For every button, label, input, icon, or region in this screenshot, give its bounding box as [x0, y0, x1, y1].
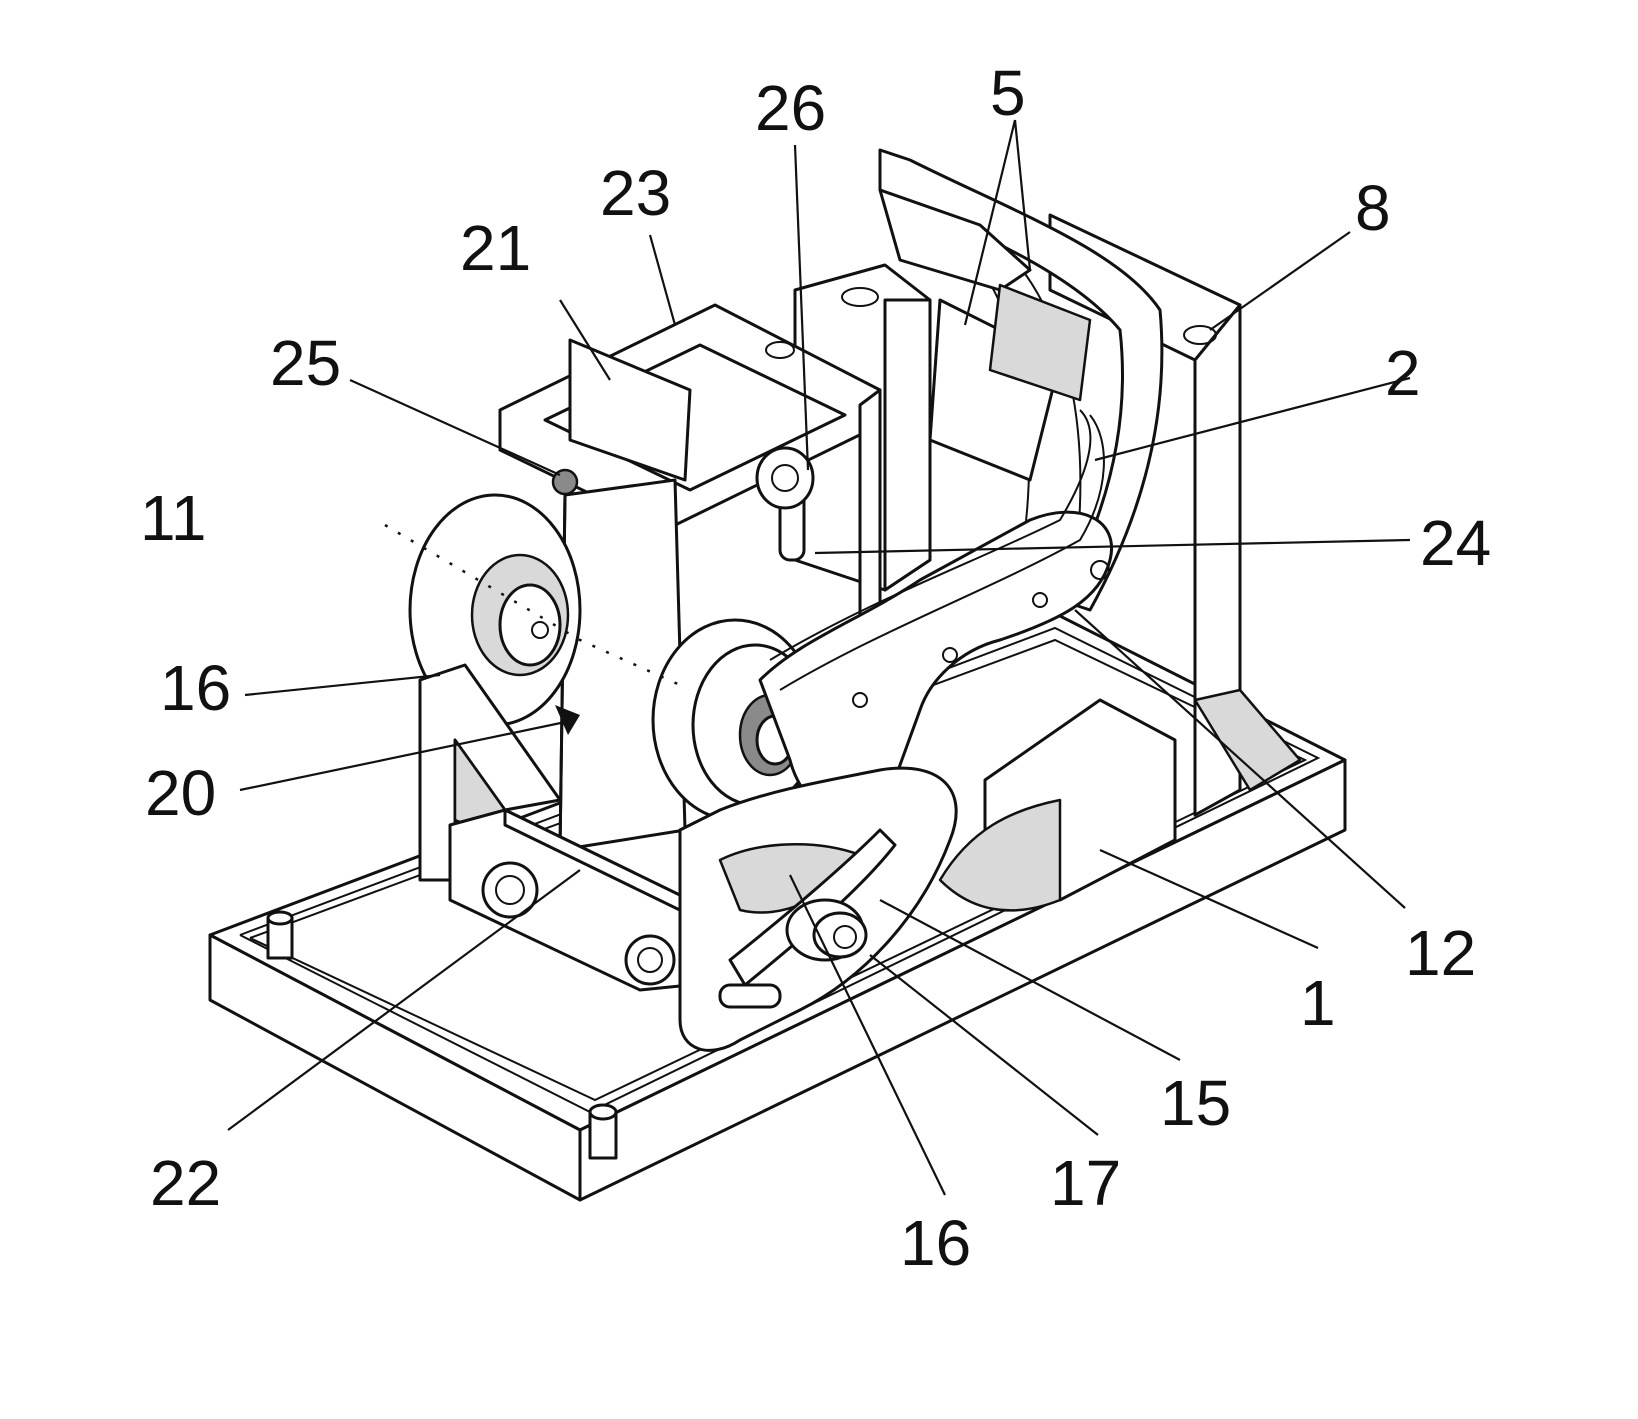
- label-8: 8: [1355, 172, 1391, 244]
- label-26: 26: [755, 72, 826, 144]
- label-25: 25: [270, 327, 341, 399]
- label-22: 22: [150, 1147, 221, 1219]
- label-2: 2: [1385, 337, 1421, 409]
- label-24: 24: [1420, 507, 1491, 579]
- label-16-bottom: 16: [900, 1207, 971, 1279]
- corner-pin-front: [590, 1105, 616, 1158]
- label-11: 11: [140, 482, 206, 554]
- label-17: 17: [1050, 1147, 1121, 1219]
- label-5: 5: [990, 57, 1026, 129]
- label-1: 1: [1300, 967, 1336, 1039]
- label-12: 12: [1405, 917, 1476, 989]
- label-21: 21: [460, 212, 531, 284]
- corner-pin-left: [268, 912, 292, 958]
- label-15: 15: [1160, 1067, 1231, 1139]
- label-23: 23: [600, 157, 671, 229]
- label-20: 20: [145, 757, 216, 829]
- post-screw: [757, 448, 813, 508]
- label-16-left: 16: [160, 652, 231, 724]
